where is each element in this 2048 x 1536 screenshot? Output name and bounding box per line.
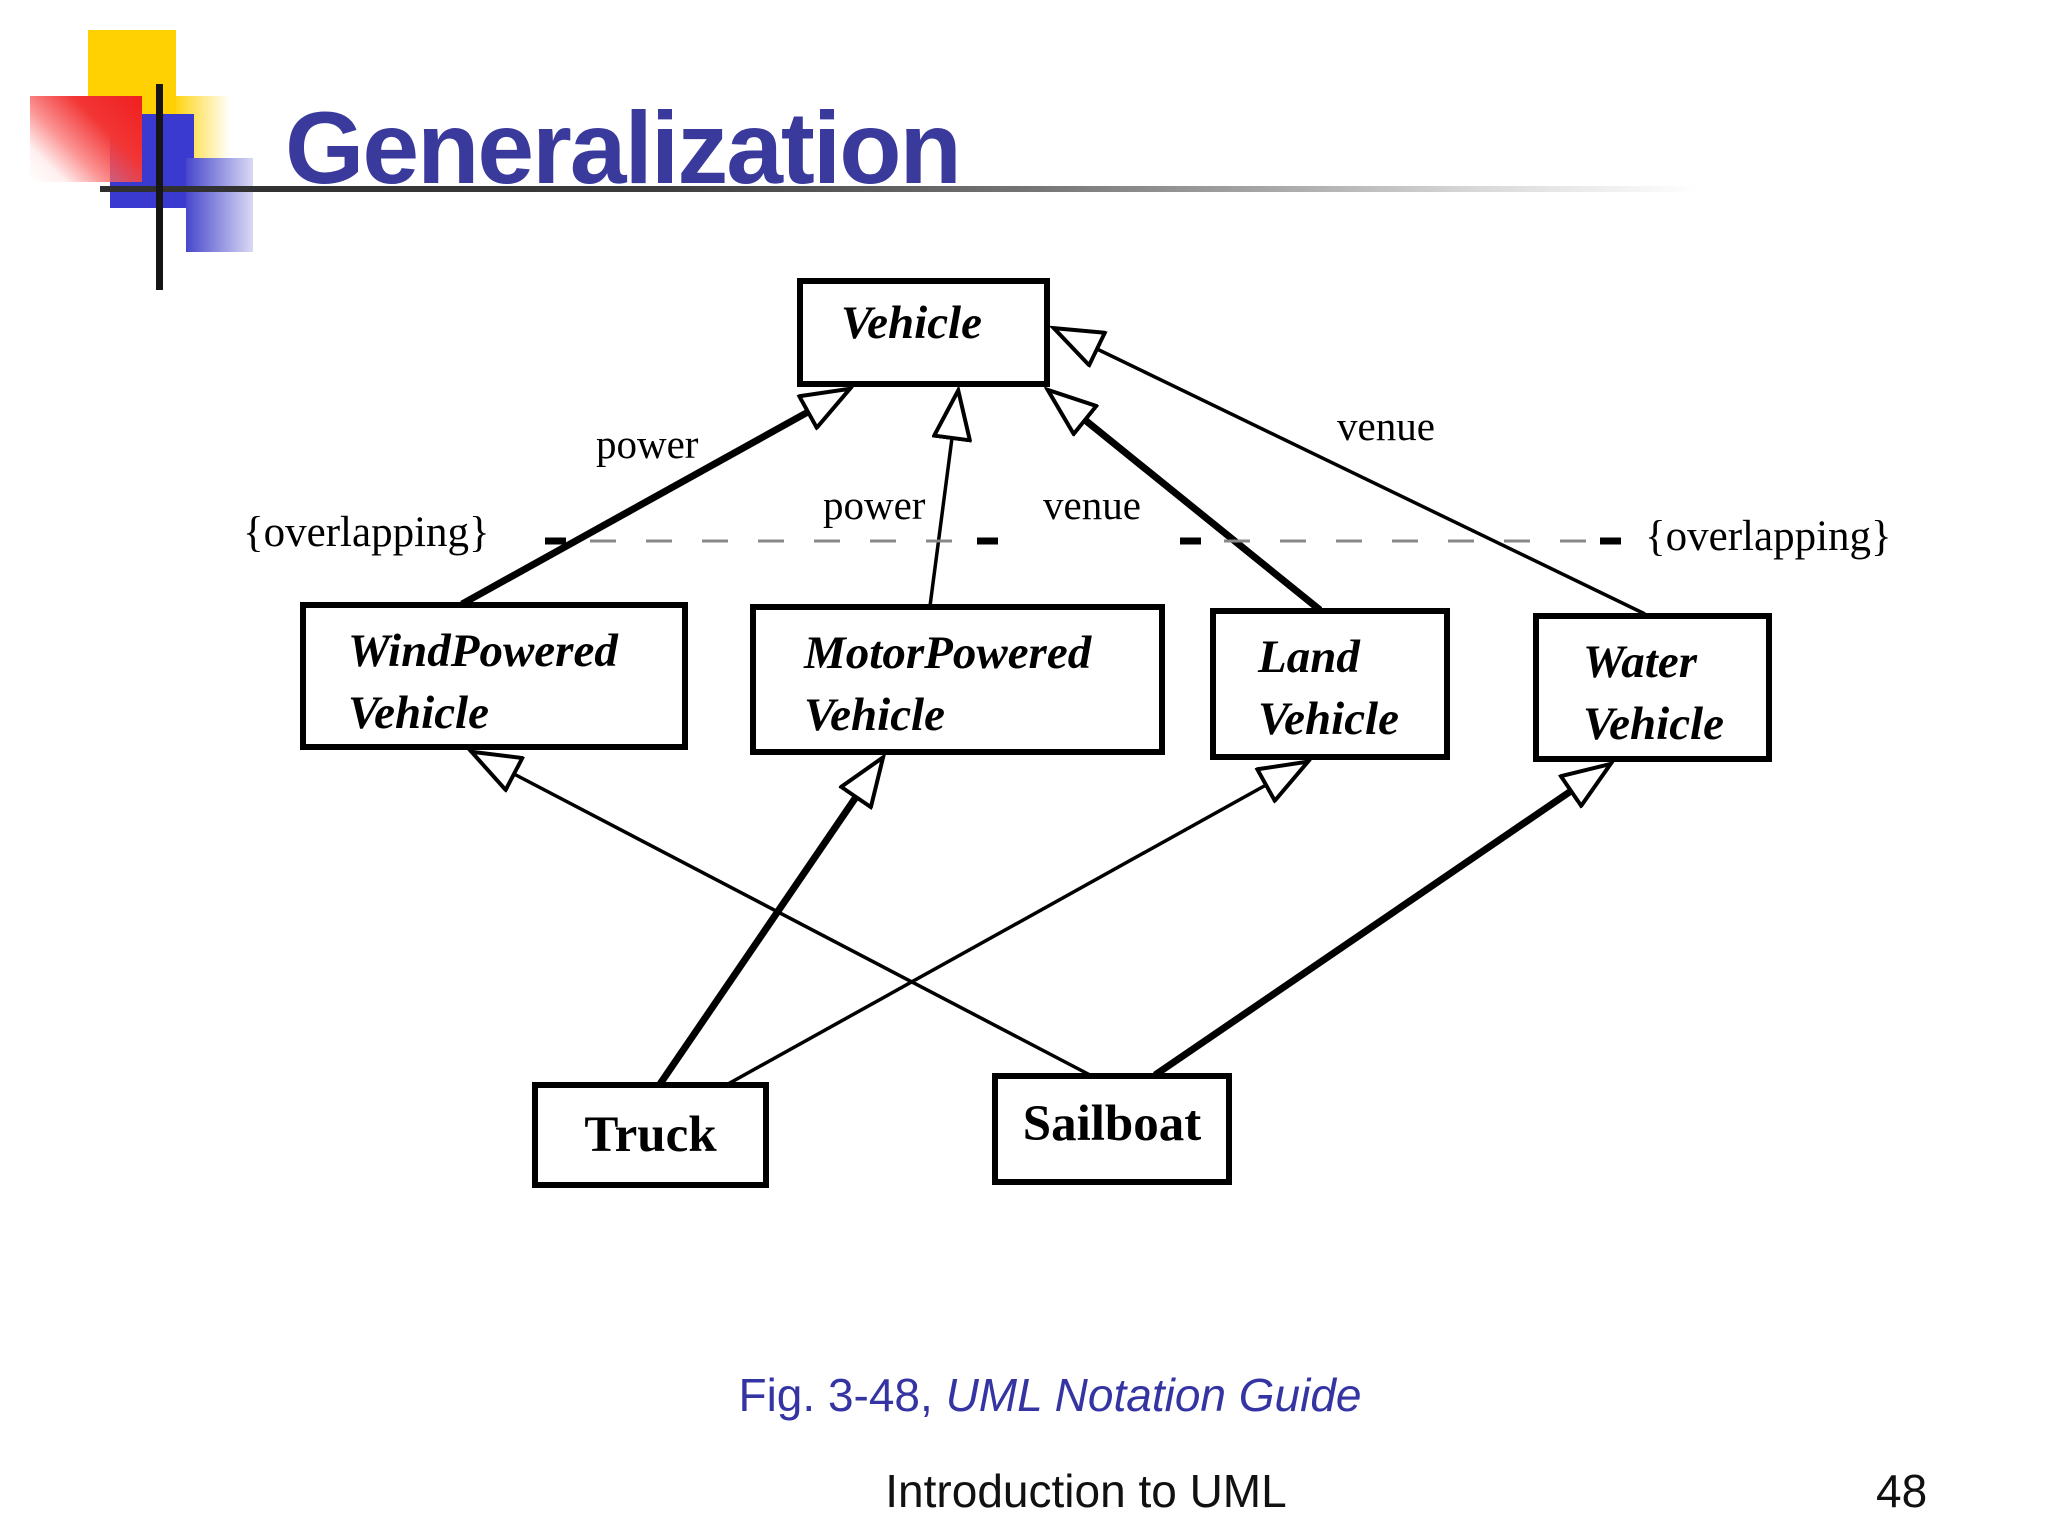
class-box-land-vehicle: Land Vehicle (1210, 608, 1450, 760)
class-box-windpowered-vehicle: WindPowered Vehicle (300, 602, 688, 750)
class-name-line1: MotorPowered (804, 627, 1092, 679)
class-box-vehicle: Vehicle (797, 278, 1050, 387)
edge-sailboat-to-windpowered (514, 774, 1091, 1077)
class-name-line2: Vehicle (1583, 698, 1724, 751)
class-name-line2: Vehicle (804, 689, 945, 742)
title-underline-rule (100, 186, 1915, 192)
constraint-label-overlapping-right: {overlapping} (1645, 513, 1892, 560)
constraint-label-overlapping-left: {overlapping} (243, 509, 490, 556)
page-number: 48 (1876, 1465, 1928, 1517)
class-name-line1: WindPowered (348, 625, 618, 677)
decoration-vertical-line (156, 84, 163, 290)
edge-truck-to-motorpowered (657, 797, 856, 1086)
footer-title: Introduction to UML (885, 1465, 1287, 1517)
class-name: Truck (584, 1107, 717, 1163)
discriminator-label-power-left: power (596, 421, 699, 467)
edge-landvehicle-to-vehicle (1085, 420, 1323, 613)
discriminator-label-venue-center: venue (1043, 482, 1141, 528)
decoration-square-red (30, 96, 142, 182)
class-name: Vehicle (841, 297, 982, 349)
class-box-water-vehicle: Water Vehicle (1533, 613, 1772, 762)
decoration-square-lightblue (186, 158, 253, 252)
edge-windpowered-to-vehicle (460, 412, 808, 608)
class-name-line2: Vehicle (1258, 693, 1399, 746)
edge-sailboat-to-watervehicle (1153, 791, 1571, 1078)
class-name-line1: Water (1583, 636, 1698, 688)
page-title: Generalization (285, 91, 962, 206)
discriminator-label-venue-right: venue (1337, 403, 1435, 449)
figure-caption-book-title: UML Notation Guide (945, 1369, 1362, 1421)
class-box-truck: Truck (532, 1082, 769, 1188)
class-name: Sailboat (1022, 1096, 1202, 1152)
figure-caption: Fig. 3-48, UML Notation Guide (500, 1368, 1600, 1422)
discriminator-label-power-center: power (823, 482, 926, 528)
figure-caption-prefix: Fig. 3-48, (738, 1369, 946, 1421)
edge-motorpowered-to-vehicle (928, 438, 952, 607)
class-name-line1: Land (1258, 631, 1360, 683)
class-box-sailboat: Sailboat (992, 1073, 1232, 1185)
class-box-motorpowered-vehicle: MotorPowered Vehicle (750, 604, 1165, 755)
edge-truck-to-landvehicle (727, 785, 1266, 1086)
class-name-line2: Vehicle (348, 687, 489, 740)
edge-watervehicle-to-vehicle (1097, 349, 1646, 616)
